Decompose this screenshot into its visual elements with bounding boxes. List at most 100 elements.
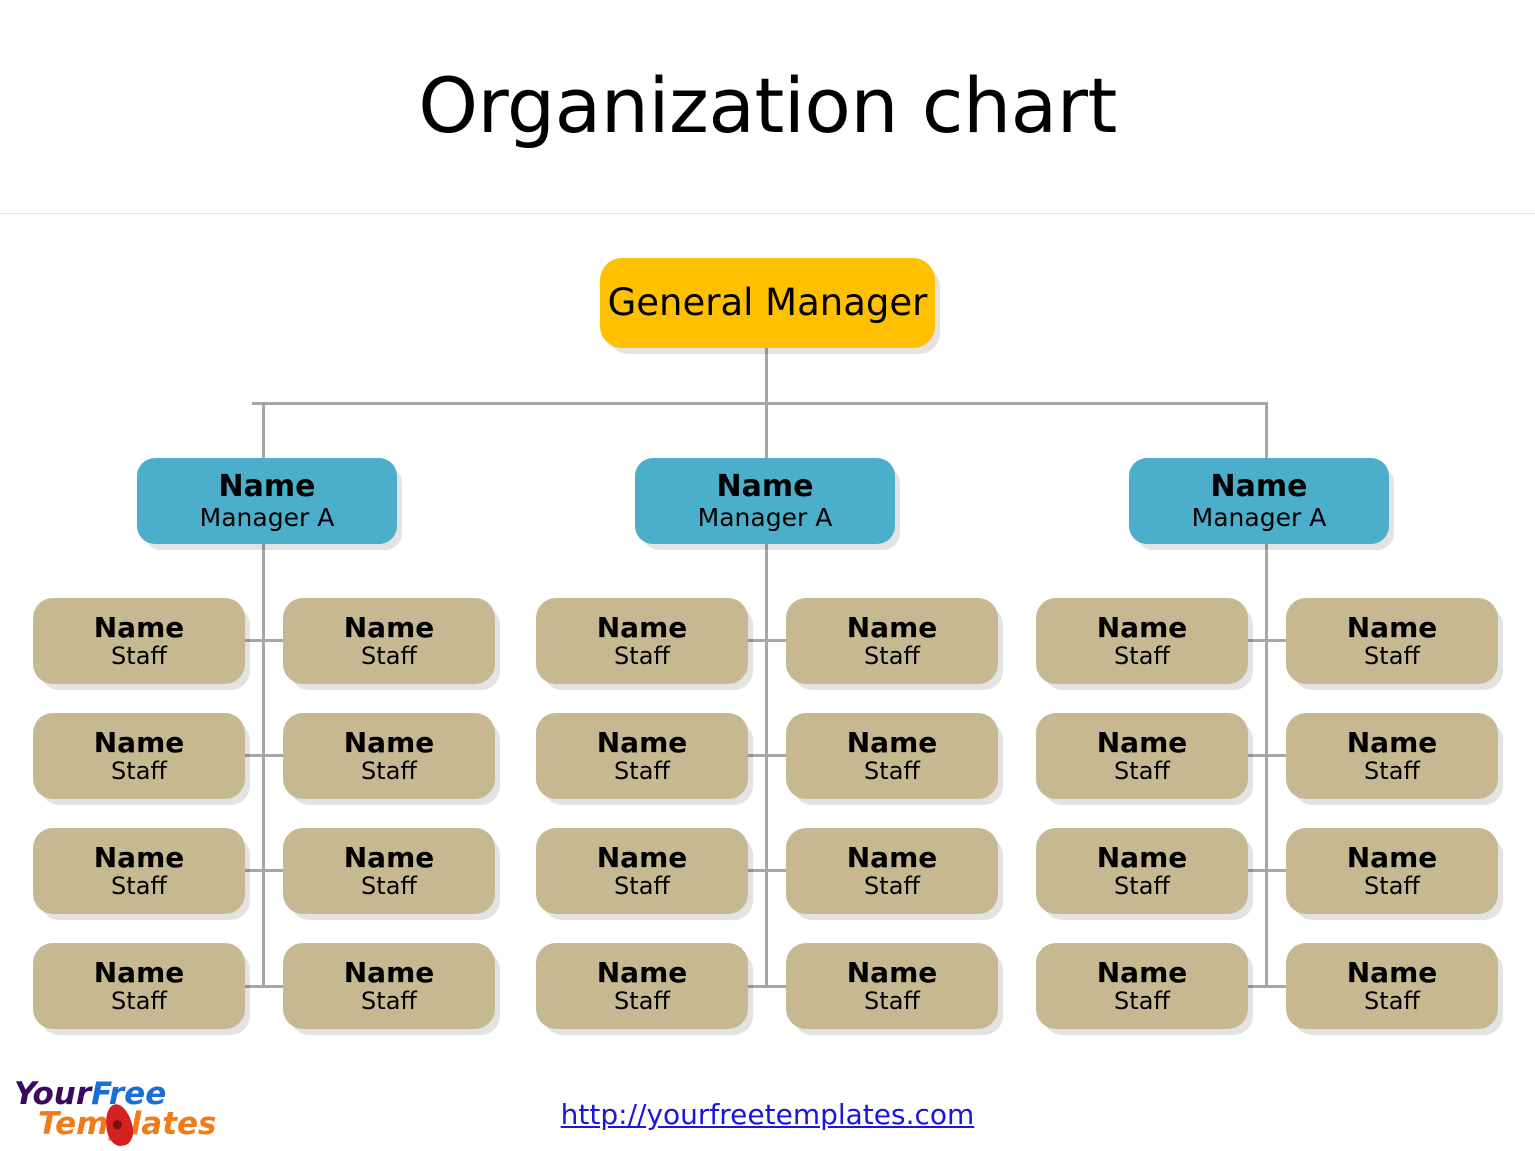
connector-spine-branch-2 (765, 544, 768, 988)
node-role: Staff (1364, 642, 1420, 671)
node-name: Name (1346, 610, 1438, 644)
node-staff-2-1[interactable]: Name Staff (536, 598, 748, 684)
node-name: Name (93, 610, 185, 644)
node-role: Staff (1114, 987, 1170, 1016)
connector-drop-branch-2 (765, 402, 768, 458)
node-label: General Manager (607, 280, 928, 324)
node-staff-2-5[interactable]: Name Staff (536, 828, 748, 914)
node-staff-1-4[interactable]: Name Staff (283, 713, 495, 799)
node-role: Manager A (697, 502, 833, 532)
connector-rung-2-3 (746, 869, 788, 872)
node-staff-3-2[interactable]: Name Staff (1286, 598, 1498, 684)
node-name: Name (846, 610, 938, 644)
connector-spine-branch-3 (1265, 544, 1268, 988)
node-role: Staff (864, 642, 920, 671)
node-role: Staff (361, 757, 417, 786)
node-name: Name (343, 725, 435, 759)
connector-rung-2-2 (746, 754, 788, 757)
connector-gm-down (765, 348, 768, 404)
node-name: Name (218, 469, 316, 505)
node-role: Staff (864, 757, 920, 786)
node-staff-3-7[interactable]: Name Staff (1036, 943, 1248, 1029)
connector-rung-3-2 (1246, 754, 1288, 757)
node-role: Staff (1364, 872, 1420, 901)
node-role: Staff (864, 872, 920, 901)
node-manager-1[interactable]: Name Manager A (137, 458, 397, 544)
node-name: Name (846, 725, 938, 759)
node-role: Manager A (1191, 502, 1327, 532)
node-staff-2-3[interactable]: Name Staff (536, 713, 748, 799)
node-name: Name (1096, 840, 1188, 874)
connector-rung-3-3 (1246, 869, 1288, 872)
node-staff-3-1[interactable]: Name Staff (1036, 598, 1248, 684)
node-role: Staff (111, 872, 167, 901)
node-general-manager[interactable]: General Manager (600, 258, 935, 348)
node-role: Staff (1364, 987, 1420, 1016)
connector-rung-2-4 (746, 985, 788, 988)
connector-rung-1-1 (243, 639, 285, 642)
node-role: Staff (614, 757, 670, 786)
logo-line-1: YourFree (14, 1076, 166, 1112)
node-role: Staff (1114, 872, 1170, 901)
node-staff-2-2[interactable]: Name Staff (786, 598, 998, 684)
node-name: Name (93, 955, 185, 989)
node-staff-2-6[interactable]: Name Staff (786, 828, 998, 914)
node-name: Name (1096, 955, 1188, 989)
node-staff-2-7[interactable]: Name Staff (536, 943, 748, 1029)
node-name: Name (343, 955, 435, 989)
connector-bus (252, 402, 1268, 405)
node-manager-3[interactable]: Name Manager A (1129, 458, 1389, 544)
node-staff-1-3[interactable]: Name Staff (33, 713, 245, 799)
node-staff-3-4[interactable]: Name Staff (1286, 713, 1498, 799)
node-staff-3-5[interactable]: Name Staff (1036, 828, 1248, 914)
node-staff-2-8[interactable]: Name Staff (786, 943, 998, 1029)
node-name: Name (846, 955, 938, 989)
connector-drop-branch-1 (262, 402, 265, 458)
page-title: Organization chart (418, 61, 1117, 150)
node-staff-1-6[interactable]: Name Staff (283, 828, 495, 914)
node-staff-1-1[interactable]: Name Staff (33, 598, 245, 684)
node-role: Staff (361, 872, 417, 901)
node-staff-1-8[interactable]: Name Staff (283, 943, 495, 1029)
node-role: Staff (111, 757, 167, 786)
node-staff-1-7[interactable]: Name Staff (33, 943, 245, 1029)
connector-rung-3-4 (1246, 985, 1288, 988)
node-name: Name (343, 840, 435, 874)
node-staff-2-4[interactable]: Name Staff (786, 713, 998, 799)
connector-rung-1-4 (243, 985, 285, 988)
logo-word-your: Your (14, 1076, 92, 1112)
connector-rung-2-1 (746, 639, 788, 642)
node-name: Name (1096, 610, 1188, 644)
node-name: Name (93, 840, 185, 874)
node-role: Staff (1364, 757, 1420, 786)
node-role: Staff (614, 872, 670, 901)
node-staff-1-2[interactable]: Name Staff (283, 598, 495, 684)
connector-rung-1-2 (243, 754, 285, 757)
node-name: Name (343, 610, 435, 644)
node-role: Staff (111, 987, 167, 1016)
connector-spine-branch-1 (262, 544, 265, 988)
connector-drop-branch-3 (1265, 402, 1268, 458)
node-staff-3-8[interactable]: Name Staff (1286, 943, 1498, 1029)
node-name: Name (596, 610, 688, 644)
node-role: Staff (1114, 642, 1170, 671)
node-name: Name (1210, 469, 1308, 505)
footer-url-link[interactable]: http://yourfreetemplates.com (560, 1098, 975, 1131)
node-name: Name (596, 955, 688, 989)
node-name: Name (93, 725, 185, 759)
node-manager-2[interactable]: Name Manager A (635, 458, 895, 544)
node-staff-1-5[interactable]: Name Staff (33, 828, 245, 914)
node-name: Name (596, 840, 688, 874)
node-staff-3-3[interactable]: Name Staff (1036, 713, 1248, 799)
node-name: Name (1096, 725, 1188, 759)
node-role: Staff (1114, 757, 1170, 786)
node-role: Staff (111, 642, 167, 671)
node-staff-3-6[interactable]: Name Staff (1286, 828, 1498, 914)
node-name: Name (596, 725, 688, 759)
node-role: Staff (614, 987, 670, 1016)
node-name: Name (1346, 840, 1438, 874)
title-divider (0, 213, 1535, 214)
node-role: Staff (864, 987, 920, 1016)
node-name: Name (846, 840, 938, 874)
